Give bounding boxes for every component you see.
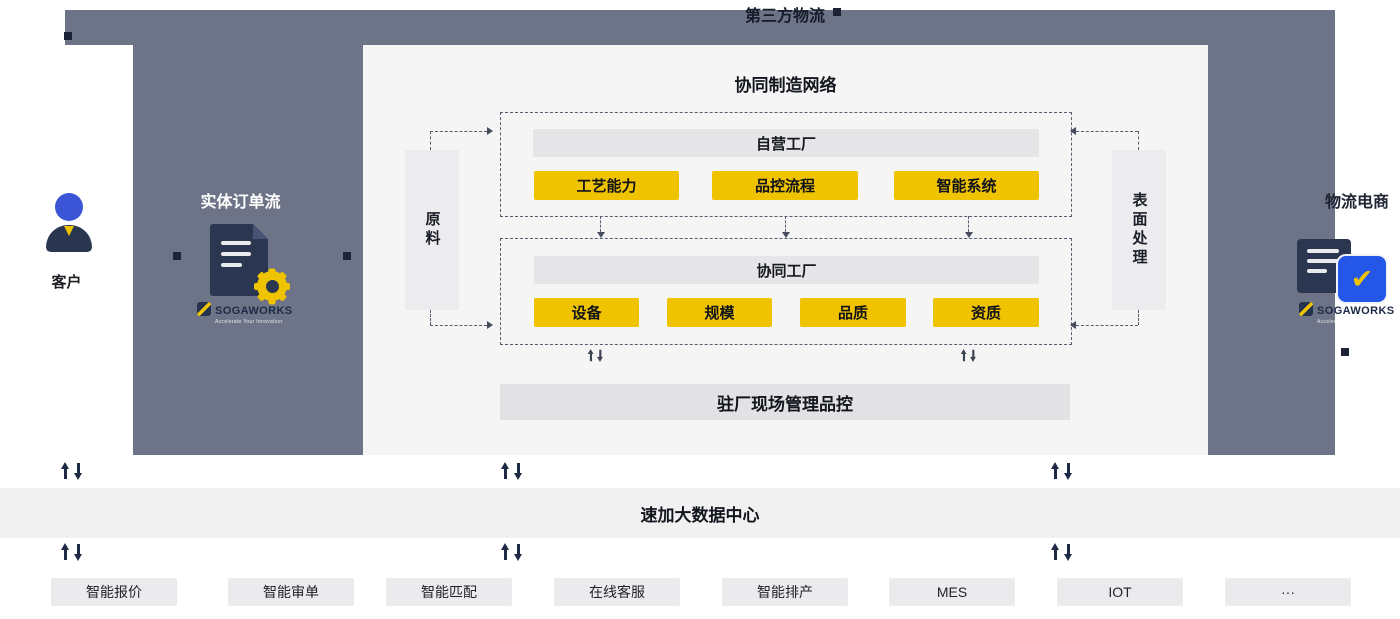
capability-equipment: 设备 (534, 298, 639, 327)
capability-smart-system: 智能系统 (894, 171, 1039, 200)
connector-line (430, 131, 487, 132)
connector-node (1341, 348, 1349, 356)
sogaworks-mark-icon (197, 302, 211, 316)
own-factory-box: 自营工厂 工艺能力 品控流程 智能系统 (500, 112, 1072, 217)
sogaworks-logo: SOGAWORKS Accelerate Your Innovation (197, 302, 307, 325)
connector-line (1076, 131, 1138, 132)
connector-line (1076, 325, 1138, 326)
connector-line (1138, 131, 1139, 150)
person-head (55, 193, 83, 221)
capability-process: 工艺能力 (534, 171, 679, 200)
big-data-center-band: 速加大数据中心 (0, 488, 1400, 538)
partner-factory-box: 协同工厂 设备 规模 品质 资质 (500, 238, 1072, 345)
network-title: 协同制造网络 (734, 76, 837, 95)
down-arrow-icon (964, 216, 973, 238)
manufacturing-network-panel: 协同制造网络 原料 表面处理 自营工厂 工艺能力 品控流程 智能系统 协同工厂 … (363, 45, 1208, 455)
connector-node (833, 8, 841, 16)
connector-line (430, 325, 487, 326)
capability-quality: 品质 (800, 298, 906, 327)
module-mes: MES (889, 578, 1015, 606)
person-tie (64, 226, 74, 236)
onsite-qc-bar: 驻厂现场管理品控 (500, 384, 1070, 420)
arrowhead-left-icon (1070, 127, 1076, 135)
arrowhead-right-icon (487, 127, 493, 135)
customer-label: 客户 (51, 274, 82, 291)
capability-qualification: 资质 (933, 298, 1039, 327)
surface-finish-box: 表面处理 (1112, 150, 1166, 310)
logistics-box-icon (1297, 239, 1351, 293)
down-arrow-icon (781, 216, 790, 238)
order-document-icon (210, 224, 268, 296)
sync-arrows-icon (587, 349, 604, 362)
module-smart-schedule: 智能排产 (722, 578, 848, 606)
own-factory-title-bar: 自营工厂 (533, 129, 1039, 157)
order-flow-label: 实体订单流 (200, 194, 281, 211)
sync-arrows-icon (1050, 543, 1073, 561)
module-smart-review: 智能审单 (228, 578, 354, 606)
down-arrow-icon (596, 216, 605, 238)
sync-arrows-icon (60, 462, 83, 480)
gear-icon (253, 267, 291, 305)
module-online-service: 在线客服 (554, 578, 680, 606)
sync-arrows-icon (500, 462, 523, 480)
sogaworks-mark-icon (1299, 302, 1313, 316)
check-badge-icon: ✔ (1336, 254, 1388, 304)
arrowhead-left-icon (1070, 321, 1076, 329)
sogaworks-logo: SOGAWORKS Accelerate Your Innovation (1299, 302, 1400, 325)
logistics-ecommerce-label: 物流电商 (1324, 194, 1389, 211)
module-smart-match: 智能匹配 (386, 578, 512, 606)
sync-arrows-icon (60, 543, 83, 561)
sync-arrows-icon (960, 349, 977, 362)
partner-factory-title-bar: 协同工厂 (534, 256, 1039, 284)
sync-arrows-icon (1050, 462, 1073, 480)
connector-node (64, 32, 72, 40)
module-more: ··· (1225, 578, 1351, 606)
connector-line (430, 131, 431, 150)
third-party-logistics-label: 第三方物流 (744, 8, 825, 25)
capability-qc-flow: 品控流程 (712, 171, 858, 200)
connector-line (1138, 310, 1139, 325)
document-corner-fold (253, 224, 268, 239)
sync-arrows-icon (500, 543, 523, 561)
connector-node (343, 252, 351, 260)
module-smart-quote: 智能报价 (51, 578, 177, 606)
connector-line (430, 310, 431, 325)
connector-node (173, 252, 181, 260)
capability-scale: 规模 (667, 298, 772, 327)
module-iot: IOT (1057, 578, 1183, 606)
arrowhead-right-icon (487, 321, 493, 329)
raw-material-box: 原料 (405, 150, 459, 310)
